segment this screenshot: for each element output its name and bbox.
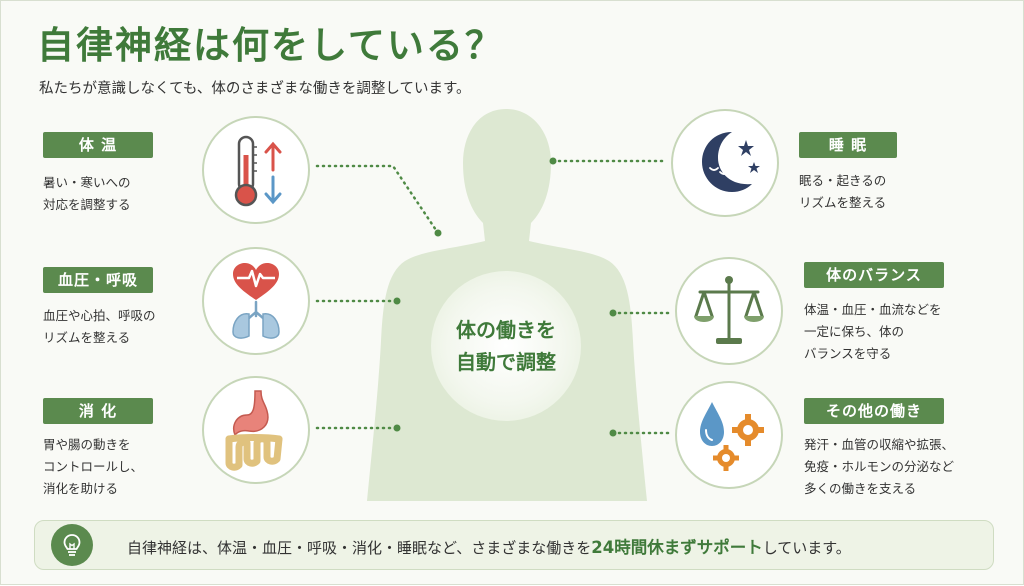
footer-banner: 自律神経は、体温・血圧・呼吸・消化・睡眠など、さまざまな働きを24時間休まずサポ… xyxy=(34,520,994,570)
badge-other-functions: その他の働き xyxy=(804,398,944,424)
footer-text: 自律神経は、体温・血圧・呼吸・消化・睡眠など、さまざまな働きを24時間休まずサポ… xyxy=(127,534,851,558)
desc-sleep: 眠る・起きるの リズムを整える xyxy=(799,173,887,210)
footer-text-before: 自律神経は、体温・血圧・呼吸・消化・睡眠など、さまざまな働きを xyxy=(127,539,592,557)
badge-digestion: 消 化 xyxy=(43,398,153,424)
desc-digestion: 胃や腸の動きを コントロールし、 消化を助ける xyxy=(43,437,144,496)
connector-temp xyxy=(315,164,440,235)
desc-body-balance: 体温・血圧・血流などを 一定に保ち、体の バランスを守る xyxy=(804,302,942,361)
lightbulb-icon xyxy=(51,524,93,566)
page-title: 自律神経は何をしている？ xyxy=(37,24,504,67)
badge-body-balance: 体のバランス xyxy=(804,262,944,288)
thermometer-icon xyxy=(202,116,310,224)
desc-blood-pressure-breathing: 血圧や心拍、呼吸の リズムを整える xyxy=(43,308,156,345)
page-subtitle: 私たちが意識しなくても、体のさまざまな働きを調整しています。 xyxy=(39,81,471,97)
droplet-gears-icon xyxy=(675,381,783,489)
desc-other-functions: 発汗・血管の収縮や拡張、 免疫・ホルモンの分泌など 多くの働きを支える xyxy=(804,437,955,496)
center-message: 体の働きを 自動で調整 xyxy=(431,271,581,421)
connector-dots xyxy=(393,157,617,437)
moon-stars-icon xyxy=(671,109,779,217)
stomach-intestine-icon xyxy=(202,376,310,484)
balance-scale-icon xyxy=(675,257,783,365)
footer-highlight: 24時間休まずサポート xyxy=(591,538,763,557)
center-line-2: 自動で調整 xyxy=(456,350,556,374)
desc-body-temperature: 暑い・寒いへの 対応を調整する xyxy=(43,175,131,212)
center-line-1: 体の働きを xyxy=(456,318,556,342)
badge-sleep: 睡 眠 xyxy=(799,132,897,158)
badge-blood-pressure-breathing: 血圧・呼吸 xyxy=(43,267,153,293)
badge-body-temperature: 体 温 xyxy=(43,132,153,158)
footer-text-after: しています。 xyxy=(762,539,851,557)
heart-lungs-icon xyxy=(202,247,310,355)
left-connectors xyxy=(315,159,675,435)
